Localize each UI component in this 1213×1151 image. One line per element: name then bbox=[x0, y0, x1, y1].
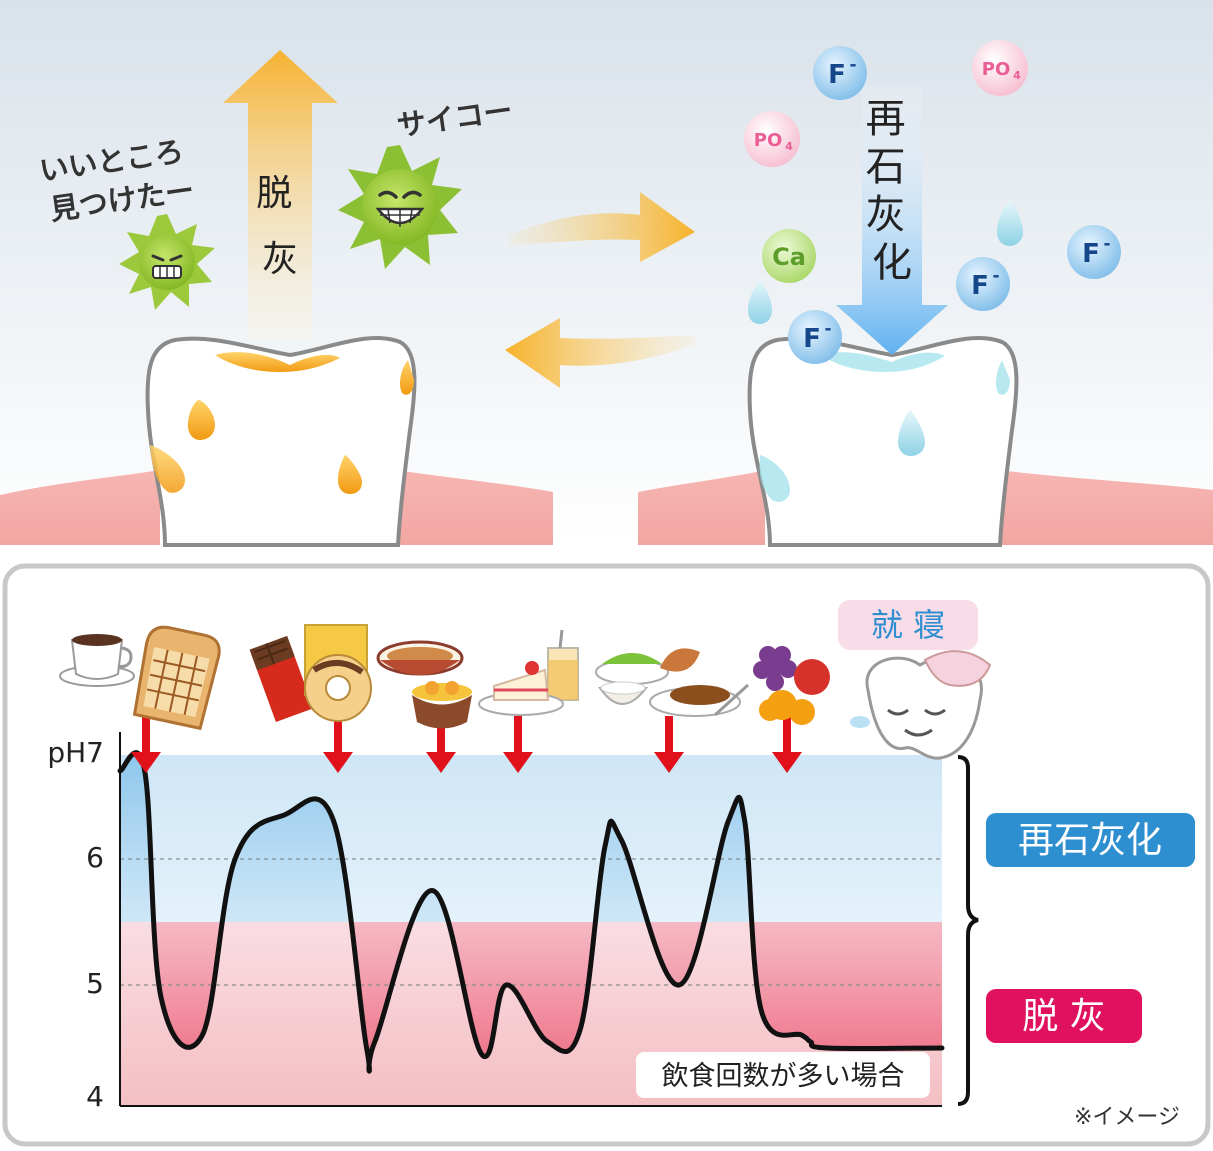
ramen-tempura-icon bbox=[376, 640, 472, 729]
decay-drop-2 bbox=[338, 455, 362, 494]
tooth-remineralized bbox=[747, 336, 1019, 547]
meal-arrow-2 bbox=[323, 716, 353, 773]
meal-arrow-4 bbox=[503, 716, 533, 773]
decay-drop-1 bbox=[187, 400, 215, 440]
ion-fluoride-4: F - bbox=[788, 310, 842, 364]
svg-text:PO: PO bbox=[754, 130, 783, 151]
svg-text:-: - bbox=[1103, 234, 1110, 254]
remineralization-label: 再石灰化 bbox=[1018, 820, 1162, 861]
svg-text:4: 4 bbox=[1013, 69, 1021, 82]
ytick-6: 6 bbox=[86, 841, 104, 874]
ph-curve-line bbox=[117, 750, 945, 1074]
ion-fluoride-3: F - bbox=[956, 257, 1010, 311]
remineralization-arrow-label: 再 石 灰 化 bbox=[866, 96, 919, 286]
ion-drop-2 bbox=[997, 200, 1023, 246]
decay-edge-right bbox=[400, 360, 414, 395]
svg-text:F: F bbox=[1082, 239, 1100, 269]
ion-calcium: Ca bbox=[762, 229, 816, 283]
meal-arrow-5 bbox=[654, 716, 684, 773]
svg-text:-: - bbox=[849, 55, 856, 75]
zone-brace bbox=[957, 755, 979, 1106]
ytick-ph7: pH7 bbox=[47, 736, 104, 769]
svg-text:-: - bbox=[992, 266, 999, 286]
germ-large bbox=[338, 145, 462, 269]
demineralization-label: 脱 灰 bbox=[1022, 996, 1105, 1037]
demineralization-arrow-label: 脱 灰 bbox=[256, 173, 303, 280]
curve-fill-remin bbox=[120, 752, 942, 922]
remin-label-line-4: 化 bbox=[872, 240, 912, 286]
remin-label-line-2: 石 bbox=[866, 144, 906, 190]
remin-label-line-3: 灰 bbox=[866, 192, 906, 238]
ph-chart-panel: pH7 6 5 4 bbox=[2, 563, 1211, 1147]
ion-phosphate-2: PO 4 bbox=[744, 111, 800, 167]
svg-text:4: 4 bbox=[785, 140, 793, 153]
arrow-to-demineralization bbox=[505, 318, 695, 388]
sleep-label: 就 寝 bbox=[871, 606, 945, 644]
remineralization-label-box bbox=[986, 813, 1195, 867]
ion-fluoride-2: F - bbox=[1067, 225, 1121, 279]
gum-left bbox=[0, 470, 160, 545]
meal-arrow-6 bbox=[772, 716, 802, 773]
fruits-icon bbox=[753, 646, 830, 725]
svg-text:Ca: Ca bbox=[772, 243, 806, 271]
cake-juice-icon bbox=[478, 629, 579, 716]
repair-edge-right bbox=[995, 360, 1010, 395]
arrow-label-line-1: 脱 bbox=[256, 173, 292, 214]
meal-arrows bbox=[131, 716, 802, 773]
repair-spot-top bbox=[820, 352, 945, 372]
germ-small bbox=[119, 214, 215, 310]
svg-text:F: F bbox=[971, 271, 989, 301]
repair-drop-1 bbox=[898, 410, 925, 456]
gum-right bbox=[1000, 470, 1213, 545]
demineralization-arrow bbox=[223, 50, 338, 340]
top-illustration: 脱 灰 いいところ 見つけたー bbox=[0, 0, 1213, 547]
arrow-to-remineralization bbox=[510, 192, 695, 262]
decay-spot-top bbox=[215, 352, 340, 372]
ion-phosphate-1: PO 4 bbox=[972, 40, 1028, 96]
gum-right-left bbox=[638, 470, 765, 545]
arrow-label-line-2: 灰 bbox=[262, 239, 298, 280]
caption-box bbox=[636, 1052, 930, 1098]
ytick-5: 5 bbox=[86, 967, 104, 1000]
salad-curry-icon bbox=[595, 648, 750, 717]
gum-left-right bbox=[395, 470, 553, 545]
sleeping-tooth-icon bbox=[850, 650, 992, 760]
chocolate-donut-icon bbox=[249, 624, 372, 722]
chart-caption: 飲食回数が多い場合 bbox=[662, 1061, 905, 1092]
left-panel-demineralization: 脱 灰 いいところ 見つけたー bbox=[0, 50, 553, 547]
ion-drop-1 bbox=[748, 280, 772, 324]
remin-label-line-1: 再 bbox=[866, 96, 906, 142]
image-note: ※イメージ bbox=[1074, 1105, 1180, 1130]
remineralization-arrow bbox=[836, 85, 948, 355]
meal-arrow-3 bbox=[426, 716, 456, 773]
repair-edge-left bbox=[759, 455, 790, 502]
coffee-toast-icon bbox=[59, 625, 221, 731]
svg-text:PO: PO bbox=[982, 59, 1011, 80]
ion-fluoride-1: F - bbox=[813, 46, 867, 100]
sleep-label-box bbox=[838, 600, 978, 650]
meal-arrow-1 bbox=[131, 716, 161, 773]
ytick-4: 4 bbox=[86, 1080, 104, 1113]
svg-text:F: F bbox=[803, 324, 821, 354]
right-panel-remineralization: 再 石 灰 化 F - PO 4 PO 4 bbox=[638, 40, 1213, 547]
svg-text:F: F bbox=[828, 60, 846, 90]
svg-text:-: - bbox=[824, 319, 831, 339]
demineralization-label-box bbox=[986, 989, 1142, 1043]
curve-fill-demin bbox=[120, 922, 942, 1072]
cycle-arrows bbox=[505, 192, 695, 388]
decay-edge-left bbox=[150, 445, 185, 493]
